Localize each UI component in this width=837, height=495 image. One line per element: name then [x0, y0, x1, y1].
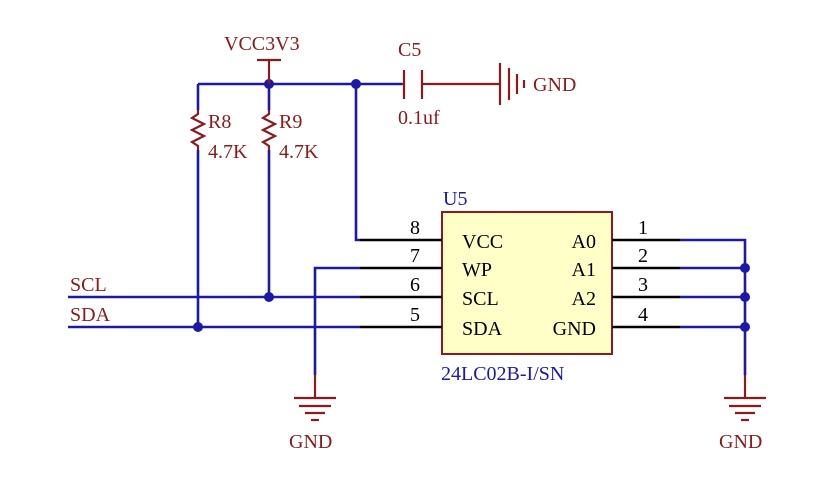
resistor-r9: R9 4.7K — [260, 110, 319, 163]
pin-name: A2 — [572, 288, 596, 310]
sda-net-label: SDA — [70, 304, 111, 326]
ic-u5: U5 24LC02B-I/SN 8 7 6 5 VCC WP SCL SDA 1… — [360, 188, 680, 385]
r9-value: 4.7K — [279, 141, 319, 163]
scl-net-label: SCL — [70, 274, 107, 296]
vcc-pin8-wire — [354, 84, 360, 242]
gnd-label-cap: GND — [533, 74, 576, 96]
pin-name: GND — [553, 318, 596, 340]
pin-name: A1 — [572, 259, 596, 281]
pin-number: 8 — [410, 217, 420, 239]
junction-dot — [264, 292, 274, 302]
junction-dot — [740, 263, 750, 273]
wp-gnd-wire — [313, 266, 360, 375]
gnd-label-address: GND — [719, 431, 762, 453]
pin-name: A0 — [572, 231, 596, 253]
vcc-label: VCC3V3 — [224, 33, 300, 55]
pin-number: 7 — [410, 245, 420, 267]
address-gnd-wire — [680, 238, 747, 375]
gnd-symbol-wp: GND — [289, 375, 336, 453]
junction-dot — [740, 292, 750, 302]
c5-value: 0.1uf — [398, 107, 440, 129]
pin-name: WP — [462, 259, 492, 281]
r9-ref: R9 — [279, 111, 302, 133]
resistor-r8: R8 4.7K — [189, 110, 248, 163]
gnd-symbol-address: GND — [719, 375, 766, 453]
pin-number: 1 — [638, 217, 648, 239]
gnd-symbol-cap: GND — [498, 63, 576, 105]
ic-ref: U5 — [443, 188, 467, 210]
junction-dot — [193, 322, 203, 332]
junction-dot — [351, 79, 361, 89]
r8-value: 4.7K — [208, 141, 248, 163]
c5-ref: C5 — [398, 39, 421, 61]
junction-dot — [740, 322, 750, 332]
junctions — [193, 79, 750, 332]
pin-number: 6 — [410, 274, 420, 296]
gnd-label-wp: GND — [289, 431, 332, 453]
pin-name: VCC — [462, 231, 503, 253]
vcc-power-symbol: VCC3V3 — [224, 33, 300, 84]
pin-name: SDA — [462, 318, 503, 340]
capacitor-c5: C5 0.1uf — [398, 39, 500, 129]
ic-part-number: 24LC02B-I/SN — [441, 363, 564, 385]
pin-number: 2 — [638, 245, 648, 267]
pin-number: 5 — [410, 304, 420, 326]
ic-body — [441, 211, 613, 355]
r8-ref: R8 — [208, 111, 231, 133]
pin-name: SCL — [462, 288, 499, 310]
pin-number: 3 — [638, 274, 648, 296]
pin-number: 4 — [638, 304, 648, 326]
